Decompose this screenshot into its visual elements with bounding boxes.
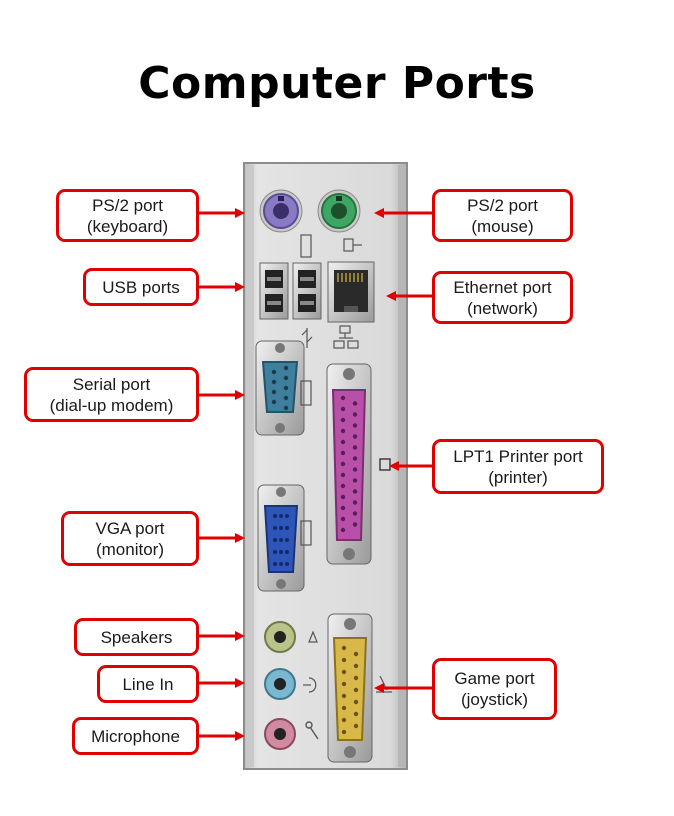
- label-line: VGA port: [95, 518, 165, 538]
- label-line: PS/2 port: [92, 195, 163, 215]
- connector-pin: [340, 494, 346, 500]
- connector-pin: [352, 500, 358, 505]
- lpt1-printer-port: [326, 363, 372, 565]
- connector-pin: [340, 483, 346, 489]
- label-line: Line In: [122, 674, 174, 694]
- label-speakers: Speakers: [74, 618, 199, 656]
- line-in-symbol-icon: [303, 677, 317, 693]
- connector-pin: [352, 445, 358, 450]
- mouse-symbol-icon: [343, 238, 362, 252]
- connector-pin: [352, 401, 358, 406]
- connector-pin: [352, 456, 358, 461]
- connector-pin: [340, 527, 346, 533]
- label-game: Game port (joystick): [432, 658, 557, 720]
- label-line-in: Line In: [97, 665, 199, 703]
- connector-pin: [340, 406, 346, 412]
- connector-pin: [341, 729, 347, 735]
- network-symbol-icon: [333, 325, 359, 349]
- label-line: (monitor): [95, 539, 164, 559]
- connector-pin: [341, 717, 347, 723]
- connector-pin: [341, 657, 347, 663]
- speakers-jack: [264, 621, 296, 653]
- connector-pin: [340, 395, 346, 401]
- label-line: (printer): [488, 467, 548, 487]
- label-microphone: Microphone: [72, 717, 199, 755]
- label-ps2-mouse: PS/2 port (mouse): [432, 189, 573, 242]
- microphone-symbol-icon: [305, 721, 319, 740]
- connector-pin: [340, 516, 346, 522]
- label-line: Speakers: [100, 627, 173, 647]
- connector-pin: [341, 669, 347, 675]
- label-line: (joystick): [460, 690, 529, 709]
- label-line: Game port: [454, 669, 535, 688]
- label-line: Serial port: [72, 374, 151, 394]
- connector-pin: [353, 723, 359, 729]
- ethernet-port: [327, 261, 375, 323]
- label-line: Ethernet port: [453, 277, 552, 297]
- label-vga: VGA port (monitor): [61, 511, 199, 566]
- connector-pin: [341, 645, 347, 651]
- label-line: (keyboard): [86, 216, 169, 236]
- connector-pin: [352, 412, 358, 417]
- label-line: Microphone: [91, 726, 180, 746]
- serial-port: [255, 340, 305, 436]
- keyboard-symbol-icon: [300, 234, 312, 258]
- connector-pin: [353, 711, 359, 717]
- connector-pin: [340, 505, 346, 511]
- connector-pin: [352, 423, 358, 428]
- ps2-mouse-port: [317, 189, 361, 233]
- connector-pin: [353, 699, 359, 705]
- label-line: LPT1 Printer port: [453, 446, 583, 466]
- label-ethernet: Ethernet port (network): [432, 271, 573, 324]
- connector-pin: [340, 450, 346, 456]
- vga-port: [257, 484, 305, 592]
- serial-symbol-icon: [300, 380, 312, 406]
- label-line: (mouse): [471, 216, 534, 236]
- label-line: USB ports: [102, 277, 180, 297]
- connector-pin: [352, 511, 358, 516]
- usb-ports: [259, 262, 322, 320]
- label-usb: USB ports: [83, 268, 199, 306]
- connector-pin: [341, 693, 347, 699]
- connector-pin: [353, 663, 359, 669]
- connector-pin: [352, 467, 358, 472]
- connector-pin: [352, 478, 358, 483]
- label-line: (network): [467, 298, 538, 318]
- label-serial: Serial port (dial-up modem): [24, 367, 199, 422]
- usb-symbol-icon: [301, 328, 313, 348]
- connector-pin: [340, 439, 346, 445]
- label-lpt1: LPT1 Printer port (printer): [432, 439, 604, 494]
- vga-symbol-icon: [300, 520, 312, 546]
- connector-pin: [340, 417, 346, 423]
- connector-pin: [352, 489, 358, 494]
- connector-pin: [341, 705, 347, 711]
- ps2-keyboard-port: [259, 189, 303, 233]
- connector-pin: [353, 651, 359, 657]
- line-in-jack: [264, 668, 296, 700]
- connector-pin: [340, 461, 346, 467]
- speaker-symbol-icon: [308, 630, 318, 643]
- microphone-jack: [264, 718, 296, 750]
- connector-pin: [340, 428, 346, 434]
- label-line: (dial-up modem): [49, 395, 174, 415]
- label-ps2-keyboard: PS/2 port (keyboard): [56, 189, 199, 242]
- game-port: [327, 613, 373, 763]
- connector-pin: [352, 522, 358, 527]
- connector-pin: [340, 472, 346, 478]
- connector-pin: [341, 681, 347, 687]
- connector-pin: [353, 675, 359, 681]
- diagram-title: Computer Ports: [138, 58, 536, 109]
- connector-pin: [353, 687, 359, 693]
- connector-pin: [352, 434, 358, 439]
- label-line: PS/2 port: [467, 195, 538, 215]
